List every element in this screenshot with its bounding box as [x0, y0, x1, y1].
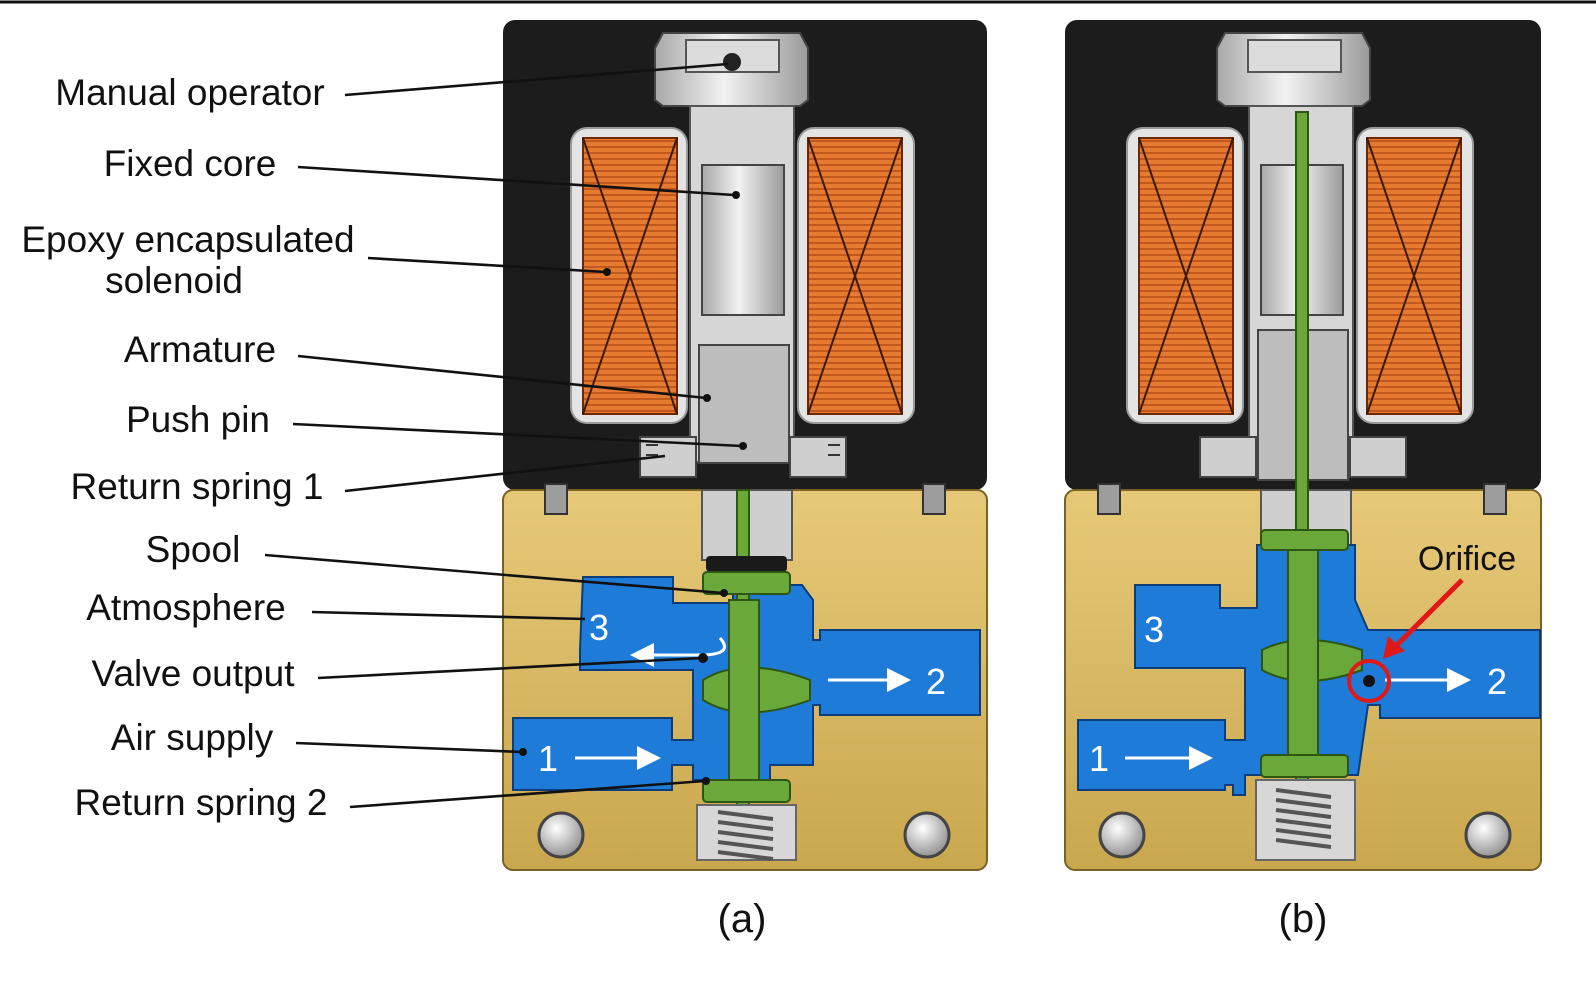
- leader-air-supply: [295, 741, 523, 754]
- port-3-a: 3: [589, 607, 609, 648]
- label-return-spring-2: Return spring 2: [75, 782, 328, 823]
- screw-bottom-right-b: [1464, 811, 1512, 859]
- leader-atmosphere: [311, 610, 586, 621]
- screw-bottom-right-a: [903, 811, 951, 859]
- spool-upper-land-b: [1260, 529, 1349, 551]
- label-return-spring-1: Return spring 1: [71, 466, 324, 507]
- label-air-supply: Air supply: [111, 717, 274, 758]
- leader-spool: [264, 553, 724, 595]
- port-2-b: 2: [1487, 661, 1507, 702]
- orifice-label: Orifice: [1418, 540, 1516, 578]
- return-spring-2-a: [717, 810, 774, 861]
- spring-collar-right-b: [1349, 436, 1407, 478]
- leader-valve-output: [317, 656, 703, 680]
- callouts: Manual operator Fixed core Epoxy encapsu…: [21, 62, 747, 823]
- screw-bottom-left-a: [537, 811, 585, 859]
- label-valve-output: Valve output: [92, 653, 296, 694]
- screw-top-right-a: [922, 483, 946, 515]
- spool-upper-land-a: [702, 571, 791, 595]
- spring-collar-right-a: [789, 436, 847, 478]
- label-armature: Armature: [124, 329, 276, 370]
- spool-lower-land-b: [1260, 754, 1349, 778]
- valve-b: 3 2 1 Orifice: [1064, 20, 1542, 871]
- label-epoxy-line1: Epoxy encapsulated: [21, 219, 354, 260]
- leader-push-pin: [292, 422, 743, 448]
- label-push-pin: Push pin: [126, 399, 270, 440]
- screw-top-right-b: [1483, 483, 1507, 515]
- spool-lower-land-a: [702, 779, 791, 803]
- leader-return-spring-2: [349, 779, 706, 809]
- label-epoxy-line2: solenoid: [105, 260, 243, 301]
- label-spool: Spool: [146, 529, 241, 570]
- screw-top-left-b: [1097, 483, 1121, 515]
- port-3-b: 3: [1144, 609, 1164, 650]
- screw-bottom-left-b: [1098, 811, 1146, 859]
- leader-manual-operator: [344, 62, 729, 97]
- label-manual-operator: Manual operator: [55, 72, 324, 113]
- port-1-b: 1: [1089, 738, 1109, 779]
- label-fixed-core: Fixed core: [104, 143, 277, 184]
- fixed-core-a: [701, 164, 785, 316]
- leader-fixed-core: [297, 165, 735, 197]
- caption-a: (a): [718, 897, 767, 941]
- leader-epoxy: [367, 256, 607, 274]
- leader-armature: [297, 354, 707, 400]
- leader-return-spring-1: [344, 454, 666, 493]
- port-1-a: 1: [538, 738, 558, 779]
- return-spring-2-b: [1275, 788, 1332, 849]
- manual-operator-pin-a: [723, 53, 741, 71]
- screw-top-left-a: [544, 483, 568, 515]
- orifice-arrow: [1390, 578, 1464, 652]
- port-2-a: 2: [926, 661, 946, 702]
- orifice-circle: [1347, 659, 1391, 703]
- label-atmosphere: Atmosphere: [86, 587, 286, 628]
- caption-b: (b): [1279, 897, 1328, 941]
- spring-collar-left-b: [1199, 436, 1257, 478]
